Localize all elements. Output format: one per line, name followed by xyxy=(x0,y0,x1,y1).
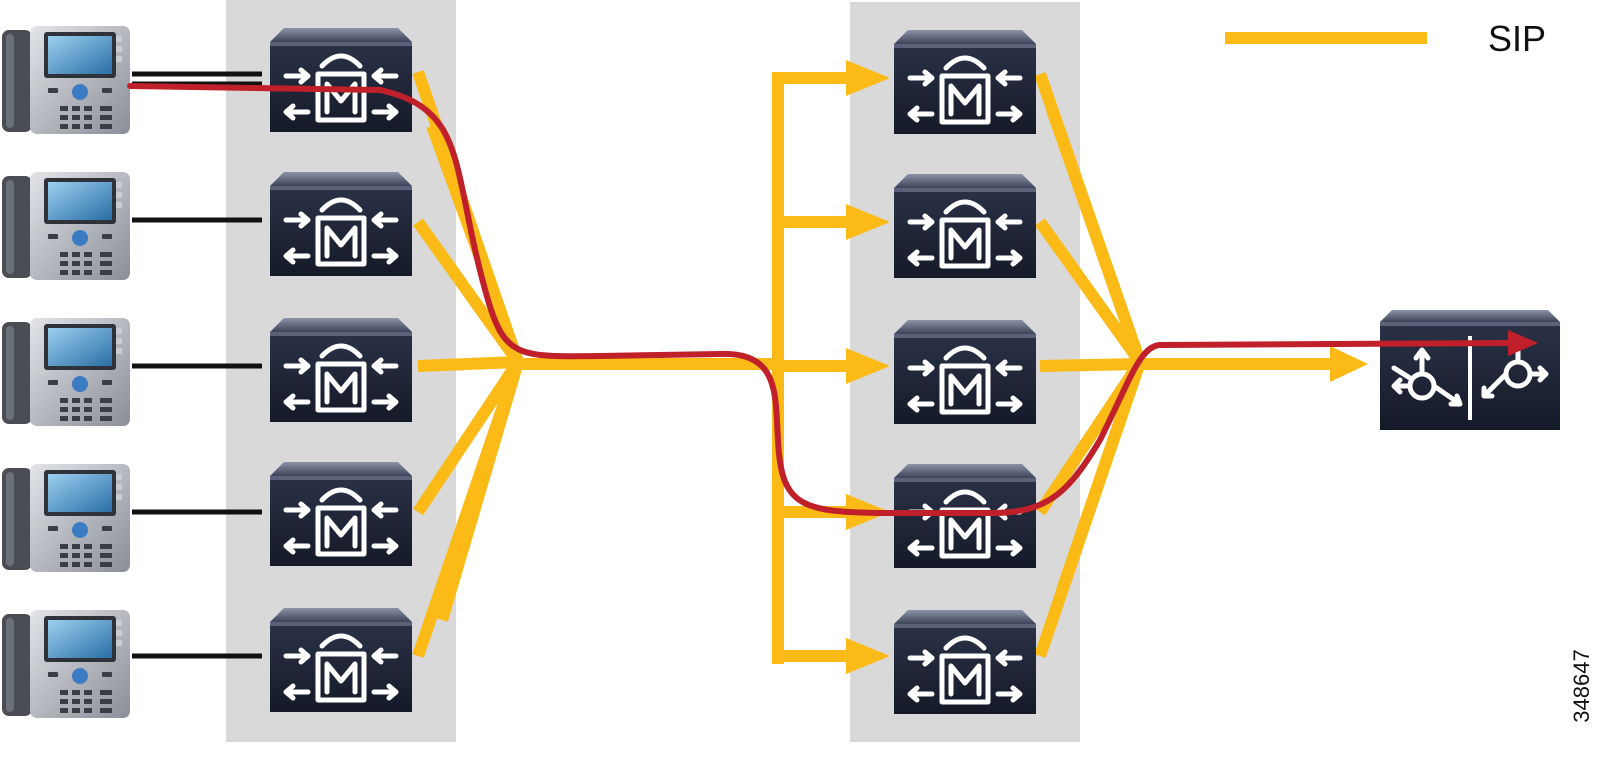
figure-id: 348647 xyxy=(1569,649,1594,723)
sip-trunk-c3 xyxy=(1039,358,1141,372)
call-manager-icon[interactable] xyxy=(270,462,412,566)
sip-arrow-b2 xyxy=(846,204,890,240)
legend-swatch xyxy=(1225,32,1427,44)
ip-phone-icon[interactable] xyxy=(2,464,130,572)
cluster-b-nodes xyxy=(894,30,1036,714)
call-manager-icon[interactable] xyxy=(270,318,412,422)
call-path xyxy=(127,83,1538,516)
ip-phone-icon[interactable] xyxy=(2,26,130,134)
call-path-arrowhead xyxy=(1508,330,1538,356)
sip-arrow-b5 xyxy=(846,638,890,674)
legend-label: SIP xyxy=(1488,18,1547,59)
sip-trunk-a3 xyxy=(417,356,519,372)
cluster-a-nodes xyxy=(270,28,412,712)
call-manager-icon[interactable] xyxy=(894,464,1036,568)
sip-trunk-a4 xyxy=(413,358,523,516)
sip-arrow-gateway xyxy=(1330,346,1368,382)
legend xyxy=(1225,32,1427,44)
call-manager-icon[interactable] xyxy=(270,28,412,132)
ip-phone-icon[interactable] xyxy=(2,610,130,718)
gateway-node xyxy=(1380,310,1560,430)
voice-gateway-icon[interactable] xyxy=(1380,310,1560,430)
sip-trunk-c2 xyxy=(1035,218,1145,366)
call-manager-icon[interactable] xyxy=(894,30,1036,134)
sip-arrow-b1 xyxy=(846,60,890,96)
sip-arrow-b3 xyxy=(846,348,890,384)
call-manager-icon[interactable] xyxy=(894,610,1036,714)
call-path-line xyxy=(127,83,1515,516)
call-manager-icon[interactable] xyxy=(270,172,412,276)
sip-trunk-c1b xyxy=(1046,108,1146,364)
call-manager-icon[interactable] xyxy=(270,608,412,712)
ip-phone-icon[interactable] xyxy=(2,172,130,280)
sip-trunk-a5b xyxy=(436,360,524,622)
sip-trunk-c5b xyxy=(1056,360,1146,592)
call-manager-icon[interactable] xyxy=(894,320,1036,424)
ip-phone-icon[interactable] xyxy=(2,318,130,426)
sip-trunk-a2 xyxy=(413,218,523,366)
call-manager-icon[interactable] xyxy=(894,174,1036,278)
phones xyxy=(2,26,130,718)
phone-links xyxy=(132,71,262,659)
